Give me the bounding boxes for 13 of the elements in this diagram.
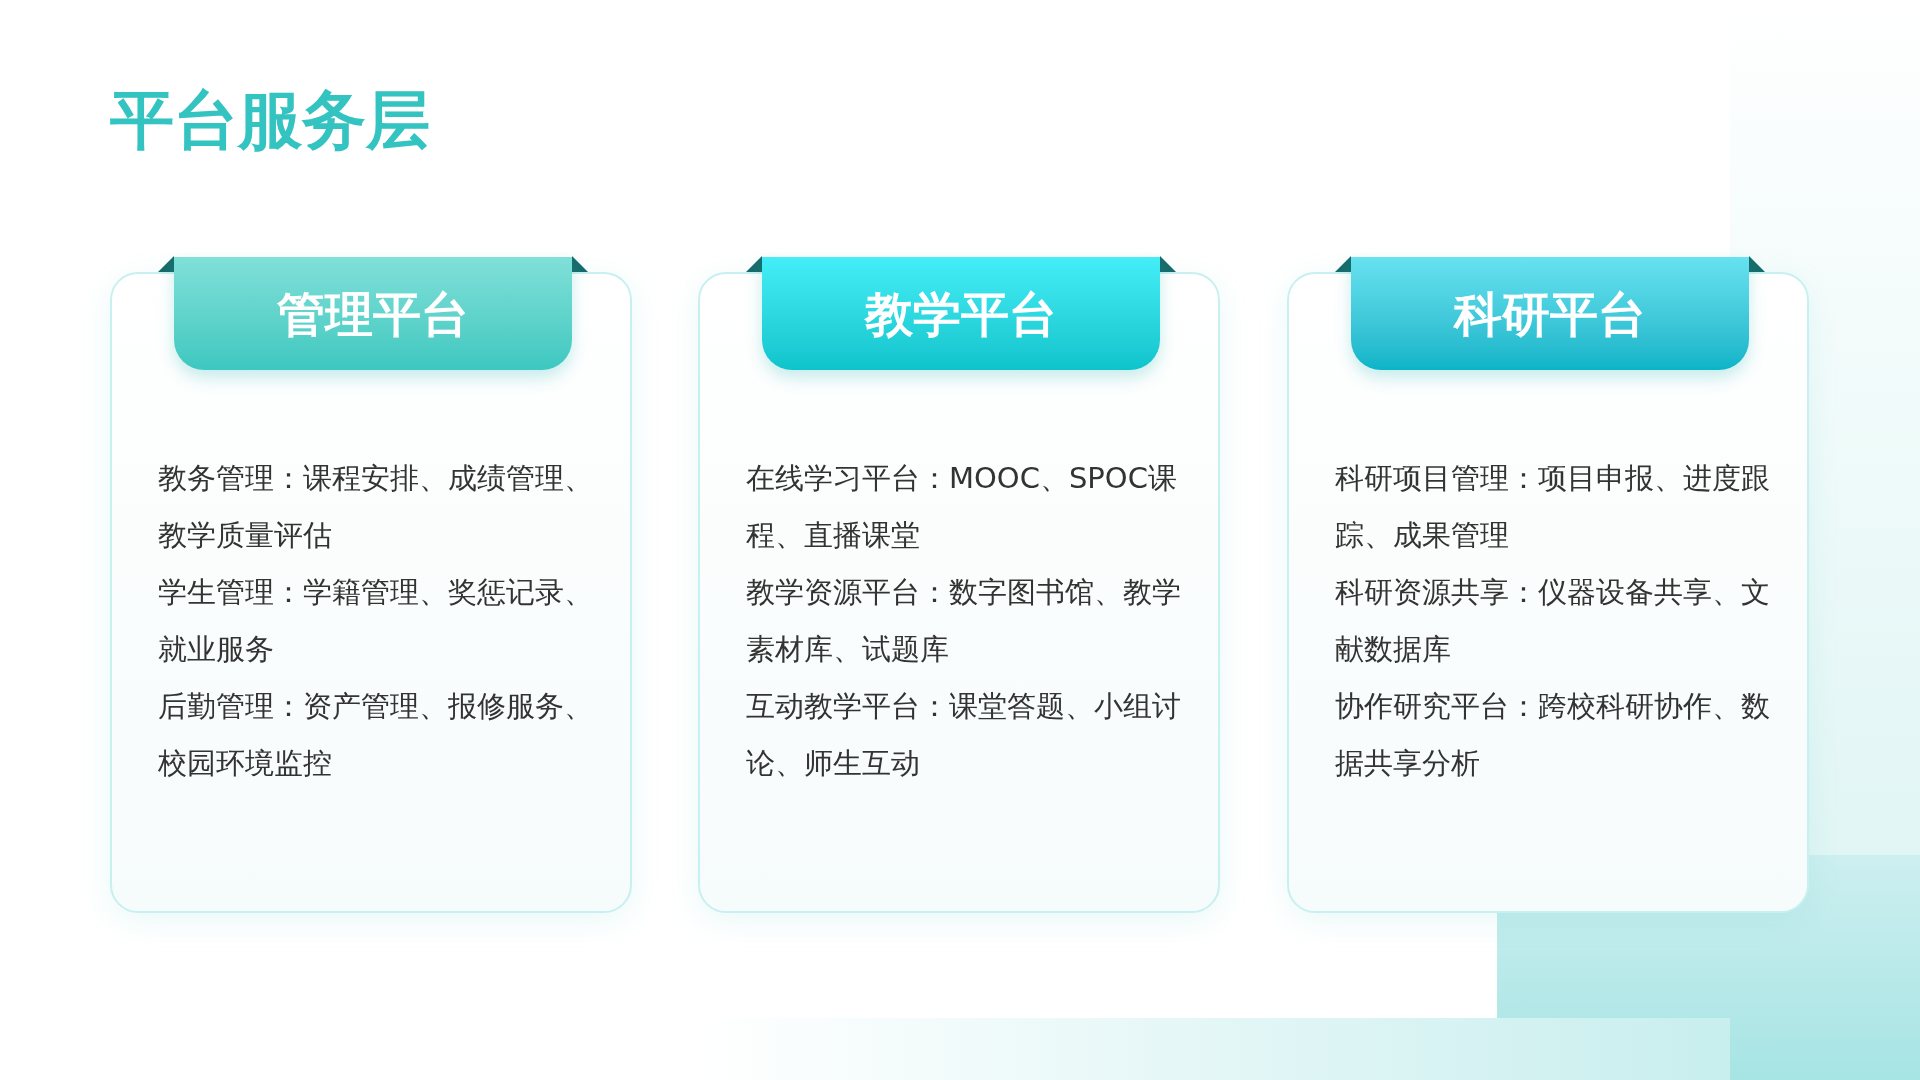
description-text: 教务管理：课程安排、成绩管理、教学质量评估 <box>158 460 594 554</box>
description-text: 后勤管理：资产管理、报修服务、校园环境监控 <box>158 688 594 782</box>
description-text: 在线学习平台：MOOC、SPOC课程、直播课堂 <box>746 460 1178 554</box>
card-heading: 管理平台 <box>174 257 572 370</box>
description-text: 学生管理：学籍管理、奖惩记录、就业服务 <box>158 574 594 668</box>
card-heading: 科研平台 <box>1351 257 1749 370</box>
description-text: 科研资源共享：仪器设备共享、文献数据库 <box>1335 574 1771 668</box>
description-text: 科研项目管理：项目申报、进度跟踪、成果管理 <box>1335 460 1771 554</box>
description-text: 协作研究平台：跨校科研协作、数据共享分析 <box>1335 688 1771 782</box>
title: 平台服务层 <box>110 88 430 152</box>
description-text: 教学资源平台：数字图书馆、教学素材库、试题库 <box>746 574 1182 668</box>
description-text: 互动教学平台：课堂答题、小组讨论、师生互动 <box>746 688 1182 782</box>
card-heading: 教学平台 <box>762 257 1160 370</box>
